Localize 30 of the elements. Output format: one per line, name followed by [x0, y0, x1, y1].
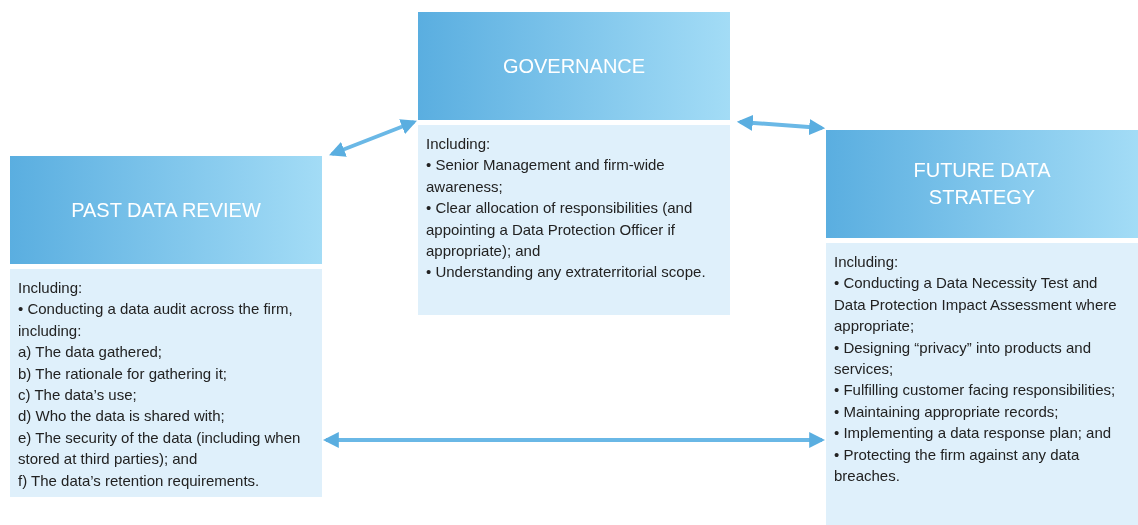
heading-box — [418, 12, 730, 120]
list-item: • Maintaining appropriate records; — [834, 401, 1060, 422]
list-item: • Implementing a data response plan; and — [834, 423, 1113, 444]
heading-box — [826, 130, 1138, 238]
list-item: a) The data gathered; — [18, 342, 163, 363]
list-item: • Fulfilling customer facing responsibilities; — [834, 380, 1117, 401]
text-panel — [826, 243, 1138, 525]
intro-text: Including: — [426, 134, 492, 154]
heading-text: FUTURE DATA STRATEGY — [912, 158, 1052, 210]
text-panel — [10, 269, 322, 497]
list-item: • Protecting the firm against any data breaches. — [834, 444, 1081, 487]
heading-text: GOVERNANCE — [502, 53, 646, 79]
list-item: b) The rationale for gathering it; — [18, 363, 228, 384]
text-panel — [418, 125, 730, 315]
intro-text: Including: — [834, 252, 900, 272]
list-item: • Senior Management and firm-wide awareness; — [426, 155, 666, 197]
list-item: c) The data’s use; — [18, 385, 138, 406]
list-item: • Clear allocation of responsibilities (and appointing a Data Protection Officer if appropriate); and — [426, 198, 694, 262]
list-item: • Designing “privacy” into products and services; — [834, 337, 1093, 380]
list-item: • Conducting a data audit across the firm, including: — [18, 299, 294, 341]
intro-text: Including: — [18, 278, 84, 298]
double-arrow — [736, 114, 826, 136]
heading-text: PAST DATA REVIEW — [71, 197, 261, 223]
list-item: • Understanding any extraterritorial scope. — [426, 262, 707, 283]
double-arrow — [322, 432, 826, 448]
heading-box — [10, 156, 322, 264]
list-item: d) Who the data is shared with; — [18, 406, 226, 427]
list-item: f) The data’s retention requirements. — [18, 470, 261, 491]
list-item: • Conducting a Data Necessity Test and Data Protection Impact Assessment where appropriate; — [834, 273, 1118, 337]
double-arrow — [329, 119, 417, 157]
